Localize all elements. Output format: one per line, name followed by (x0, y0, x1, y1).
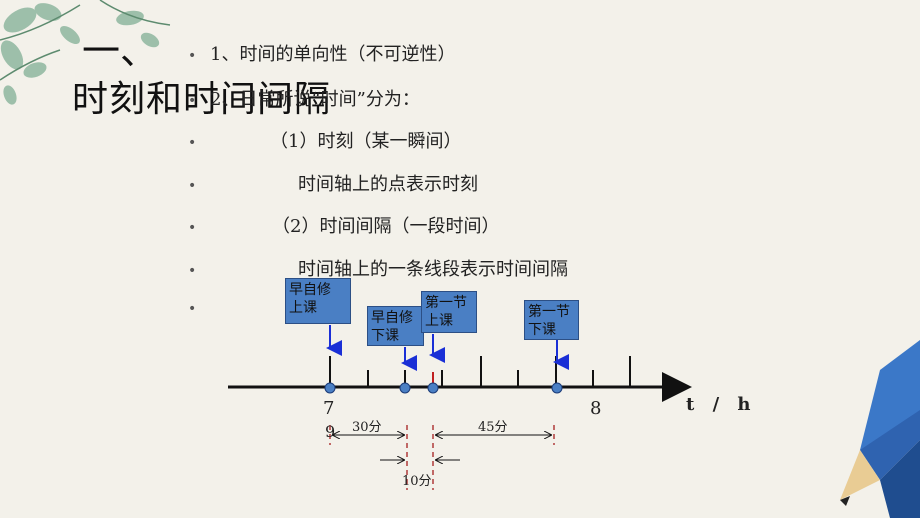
event-box-morning-study-start: 早自修 上课 (285, 278, 351, 324)
bullet-item: • 2、日常所说“时间”分为： (188, 85, 420, 111)
interval-arrows (333, 435, 551, 460)
event-box-morning-study-end: 早自修 下课 (367, 306, 424, 346)
tick-label-7: 7 (323, 398, 335, 419)
duration-30min: 30分 (352, 420, 382, 435)
axis-ticks (329, 356, 631, 387)
bullet-dot: • (188, 48, 197, 64)
event-box-first-class-start: 第一节 上课 (421, 291, 477, 333)
bullet-item: • （2）时间间隔（一段时间） (188, 212, 499, 238)
event-label-line2: 上课 (289, 300, 317, 316)
duration-45min: 45分 (478, 420, 508, 435)
bullet-text: （1）时刻（某一瞬间） (270, 131, 462, 152)
bullet-item: • 1、时间的单向性（不可逆性） (188, 40, 455, 66)
bullet-text: 时间轴上的点表示时刻 (298, 174, 478, 195)
bullet-dot: • (188, 135, 197, 151)
leaf-decoration-icon (0, 0, 171, 105)
tick-label-9: 9 (325, 422, 336, 441)
bullet-dot: • (188, 178, 197, 194)
tick-label-8: 8 (590, 398, 602, 419)
event-label-line2: 上课 (425, 313, 453, 329)
bullet-dot: • (188, 220, 197, 236)
bullet-dot: • (188, 301, 197, 317)
bullet-dot: • (188, 93, 197, 109)
axis-unit-label: t / h (686, 394, 757, 415)
event-label-line2: 下课 (528, 322, 556, 338)
bullet-dot: • (188, 263, 197, 279)
time-points (324, 382, 563, 394)
bullet-text: 1、时间的单向性（不可逆性） (210, 44, 456, 65)
bullet-item: • 时间轴上的一条线段表示时间间隔 (188, 255, 568, 281)
event-label-line1: 第一节 (425, 295, 467, 311)
section-number: 一、 (82, 29, 159, 73)
page-title: 时刻和时间间隔 (72, 79, 332, 120)
event-label-line1: 早自修 (289, 282, 331, 298)
bullet-text: 2、日常所说“时间”分为： (210, 89, 420, 110)
bullet-text: （2）时间间隔（一段时间） (272, 216, 500, 237)
event-label-line1: 早自修 (371, 310, 413, 326)
event-arrows (326, 325, 569, 371)
interval-guides (329, 425, 555, 490)
duration-10min: 10分 (402, 474, 432, 489)
bullet-item: • （1）时刻（某一瞬间） (188, 127, 461, 153)
event-label-line2: 下课 (371, 328, 399, 344)
bullet-item: • (188, 297, 210, 318)
event-box-first-class-end: 第一节 下课 (524, 300, 579, 340)
bullet-text: 时间轴上的一条线段表示时间间隔 (298, 259, 568, 280)
pencil-decoration-icon (840, 340, 920, 518)
bullet-item: • 时间轴上的点表示时刻 (188, 170, 478, 196)
event-label-line1: 第一节 (528, 304, 570, 320)
